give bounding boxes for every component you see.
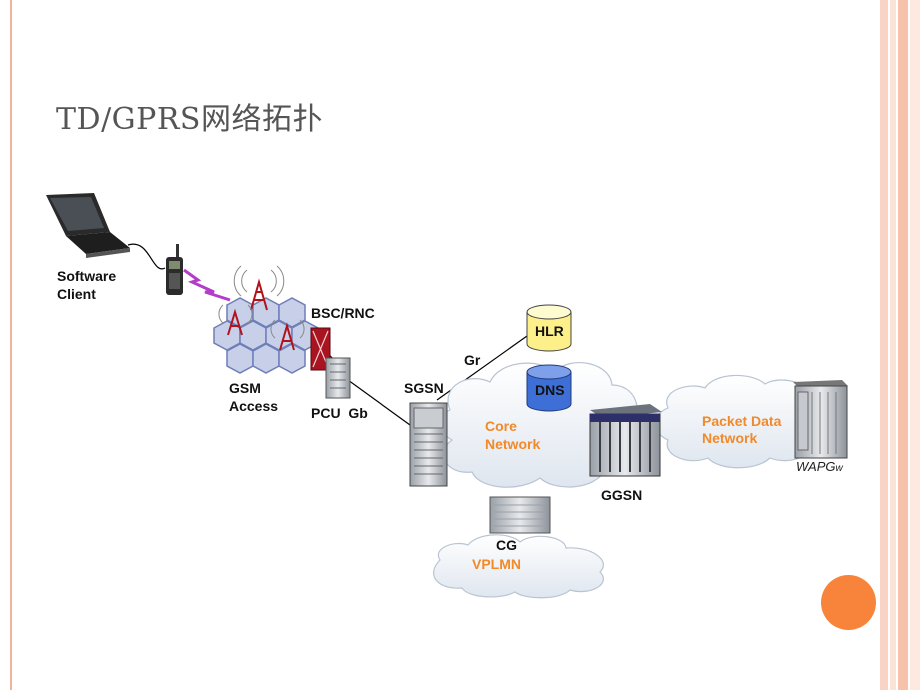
gr-label: Gr	[464, 352, 481, 368]
wapgw-label-main: WAPG	[796, 459, 836, 474]
bsc-rnc-label: BSC/RNC	[311, 305, 375, 321]
software-client-label-line1: Software	[57, 268, 116, 284]
slide-frame-left	[10, 0, 12, 690]
sgsn-label: SGSN	[404, 380, 444, 396]
bsc-rnc-icon	[310, 327, 331, 371]
pcu-gb-label: PCU Gb	[311, 405, 368, 421]
slide-title: TD/GPRS网络拓扑	[56, 102, 323, 137]
wapgw-label: WAPGw	[796, 459, 844, 474]
pcu-server-icon	[325, 357, 351, 399]
gsm-access-label-line1: GSM	[229, 380, 261, 396]
gsm-cell-grid-icon	[213, 297, 319, 374]
radio-tower-icon	[227, 278, 295, 351]
slide-stripe-1	[880, 0, 888, 690]
hlr-label: HLR	[535, 323, 564, 339]
laptop-icon	[46, 193, 130, 258]
hlr-database-icon	[526, 304, 572, 352]
radio-waves-icon	[218, 265, 305, 339]
ggsn-server-icon	[589, 404, 662, 477]
vplmn-cloud-icon	[433, 534, 604, 599]
packet-data-network-label-line2: Network	[702, 430, 757, 446]
laptop-phone-cable	[127, 243, 166, 270]
ggsn-label: GGSN	[601, 487, 642, 503]
slide-stripe-3	[898, 0, 908, 690]
pcu-sgsn-link	[347, 379, 411, 426]
core-network-label-line2: Network	[485, 436, 540, 452]
wapgw-server-icon	[793, 380, 848, 459]
cg-server-icon	[489, 496, 551, 534]
wapgw-label-sub: w	[836, 463, 844, 474]
slide-stripe-4	[910, 0, 920, 690]
slide-stripe-2	[890, 0, 896, 690]
decorative-orange-circle	[821, 575, 876, 630]
dns-label: DNS	[535, 382, 565, 398]
core-network-label-line1: Core	[485, 418, 517, 434]
cg-label: CG	[496, 537, 517, 553]
software-client-label-line2: Client	[57, 286, 96, 302]
radio-link-icon	[183, 268, 231, 302]
sgsn-server-icon	[409, 402, 448, 487]
packet-data-network-label-line1: Packet Data	[702, 413, 782, 429]
dns-database-icon	[526, 364, 572, 412]
phone-icon	[166, 244, 183, 295]
vplmn-label: VPLMN	[472, 556, 521, 572]
gsm-access-label-line2: Access	[229, 398, 278, 414]
